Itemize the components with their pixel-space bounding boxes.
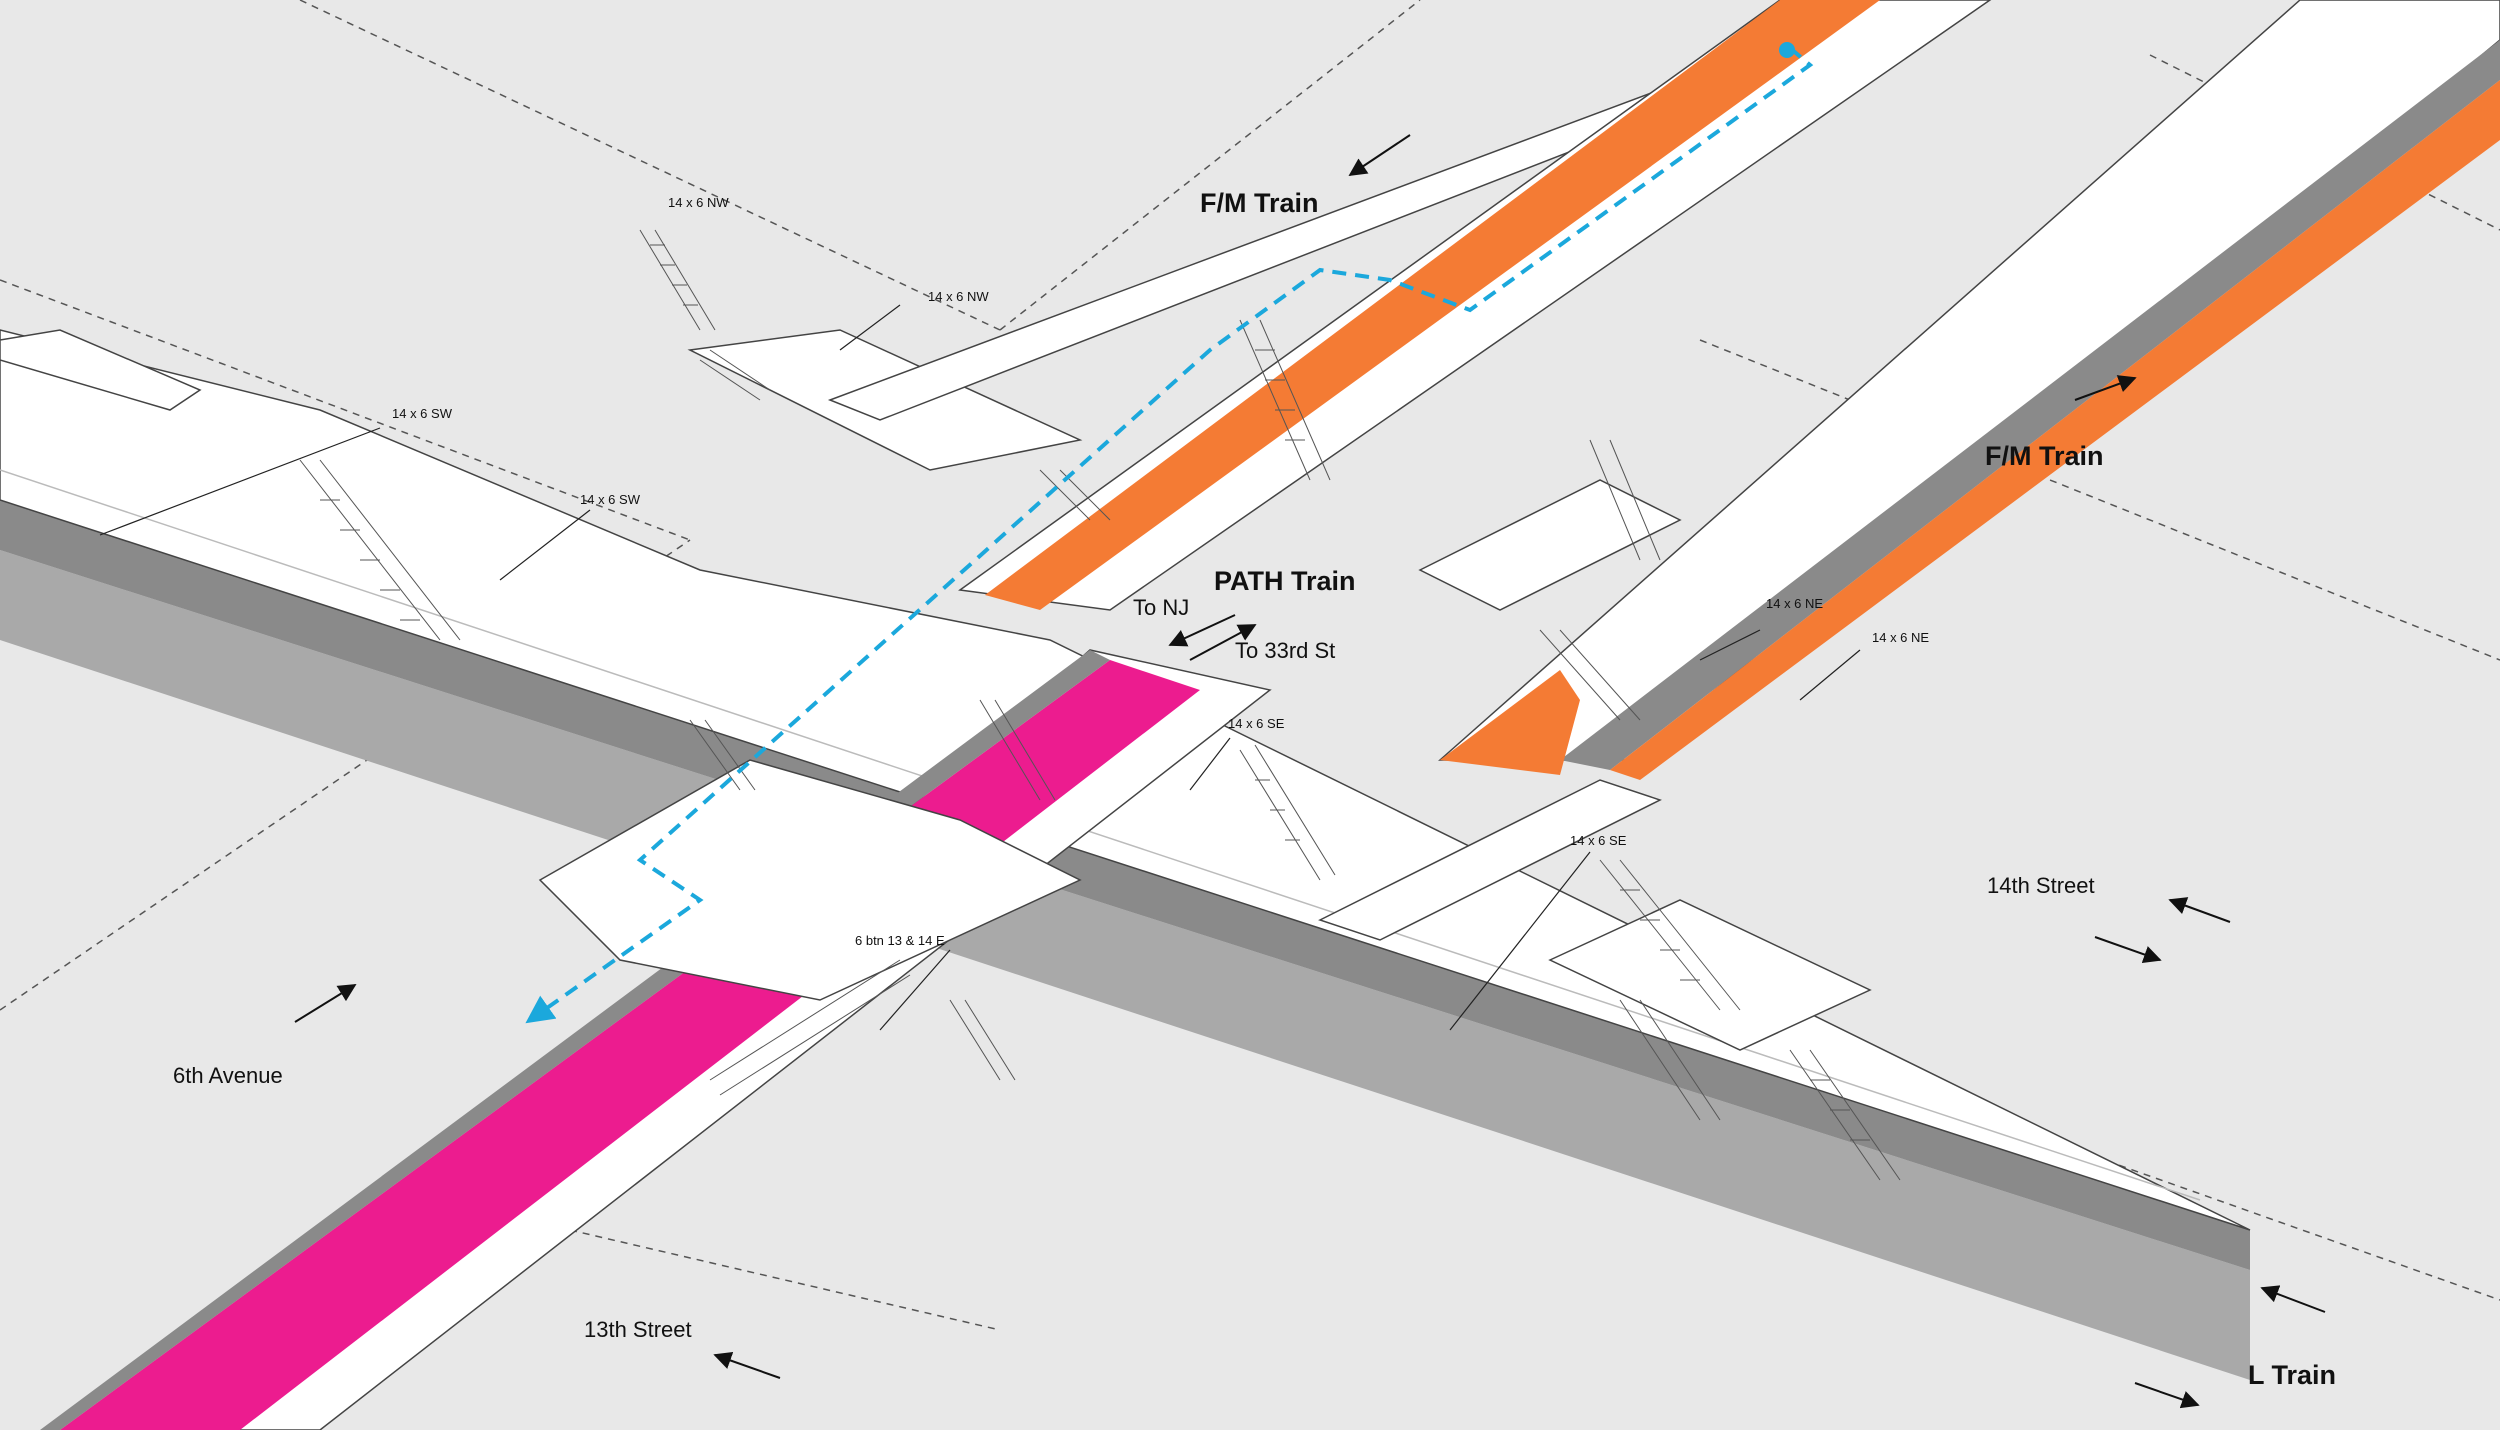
avenue-6th-label: 6th Avenue (173, 1063, 283, 1088)
street-13th-label: 13th Street (584, 1317, 692, 1342)
direction-arrows (294, 134, 2326, 1409)
se-mezzanine (1548, 899, 1872, 1051)
direction-arrow-icon (2074, 375, 2137, 401)
fm-track-right (1610, 80, 2500, 780)
l-train-wall-dark (0, 500, 2250, 1270)
fm-wall-right (1560, 40, 2500, 770)
stair-label-path-e: 6 btn 13 & 14 E (855, 933, 945, 948)
stair-ne-2 (1589, 439, 1661, 561)
direction-arrow-icon (2260, 1285, 2326, 1313)
fm-track-right-lower (1440, 670, 1580, 775)
path-train-label: PATH Train (1214, 566, 1356, 596)
stair-label-nw-1: 14 x 6 NW (668, 195, 729, 210)
label-leaders (99, 304, 1861, 1031)
east-mezzanine-lower (1318, 779, 1662, 941)
central-mezzanine (538, 759, 1082, 1001)
circle-marker-icon (1779, 42, 1795, 58)
direction-arrow-icon (2134, 1382, 2200, 1409)
direction-arrow-icon (294, 984, 357, 1023)
transfer-route-path (525, 46, 1814, 1024)
stair-se-4 (1789, 1049, 1901, 1181)
stair-label-nw-2: 14 x 6 NW (928, 289, 989, 304)
fm-track-upper (985, 0, 1880, 610)
stair-label-se-2: 14 x 6 SE (1570, 833, 1627, 848)
fm-train-label-right: F/M Train (1985, 441, 2104, 471)
stair-label-sw-1: 14 x 6 SW (392, 406, 453, 421)
stair-se-3 (1619, 999, 1721, 1121)
stair-sw-2 (689, 719, 756, 791)
stair-nw-2 (699, 349, 771, 401)
stair-se-1 (1239, 744, 1336, 881)
west-mezzanine (0, 329, 202, 411)
l-train-wall-lower (0, 550, 2250, 1380)
stair-sw-1 (299, 459, 461, 641)
stair-label-sw-2: 14 x 6 SW (580, 492, 641, 507)
stair-label-ne-2: 14 x 6 NE (1872, 630, 1929, 645)
direction-arrow-icon (2168, 897, 2231, 923)
stair-path-1 (949, 999, 1016, 1081)
to-nj-label: To NJ (1133, 595, 1189, 620)
stairways (299, 229, 1901, 1181)
transfer-route (525, 42, 1814, 1024)
direction-arrow-icon (713, 1351, 781, 1379)
to-33rd-label: To 33rd St (1235, 638, 1335, 663)
l-train-platform-edge (0, 469, 2201, 1201)
stair-label-ne-1: 14 x 6 NE (1766, 596, 1823, 611)
direction-arrow-icon (1189, 624, 1257, 661)
east-mezzanine-upper (1418, 479, 1682, 611)
direction-arrow-icon (1168, 614, 1236, 647)
l-train-label: L Train (2248, 1360, 2336, 1390)
stair-path-2 (709, 959, 911, 1096)
stair-nw-1 (639, 229, 716, 331)
fm-train-track-right (1438, 0, 2500, 780)
stair-central-1 (1239, 319, 1331, 481)
stair-label-se-1: 14 x 6 SE (1228, 716, 1285, 731)
stair-ne-1 (1539, 629, 1641, 721)
street-14th-label: 14th Street (1987, 873, 2095, 898)
stair-se-2 (1599, 859, 1741, 1011)
direction-arrow-icon (2094, 936, 2162, 964)
fm-train-label-top: F/M Train (1200, 188, 1319, 218)
stair-central-3 (979, 699, 1056, 801)
direction-arrow-icon (1348, 134, 1411, 176)
